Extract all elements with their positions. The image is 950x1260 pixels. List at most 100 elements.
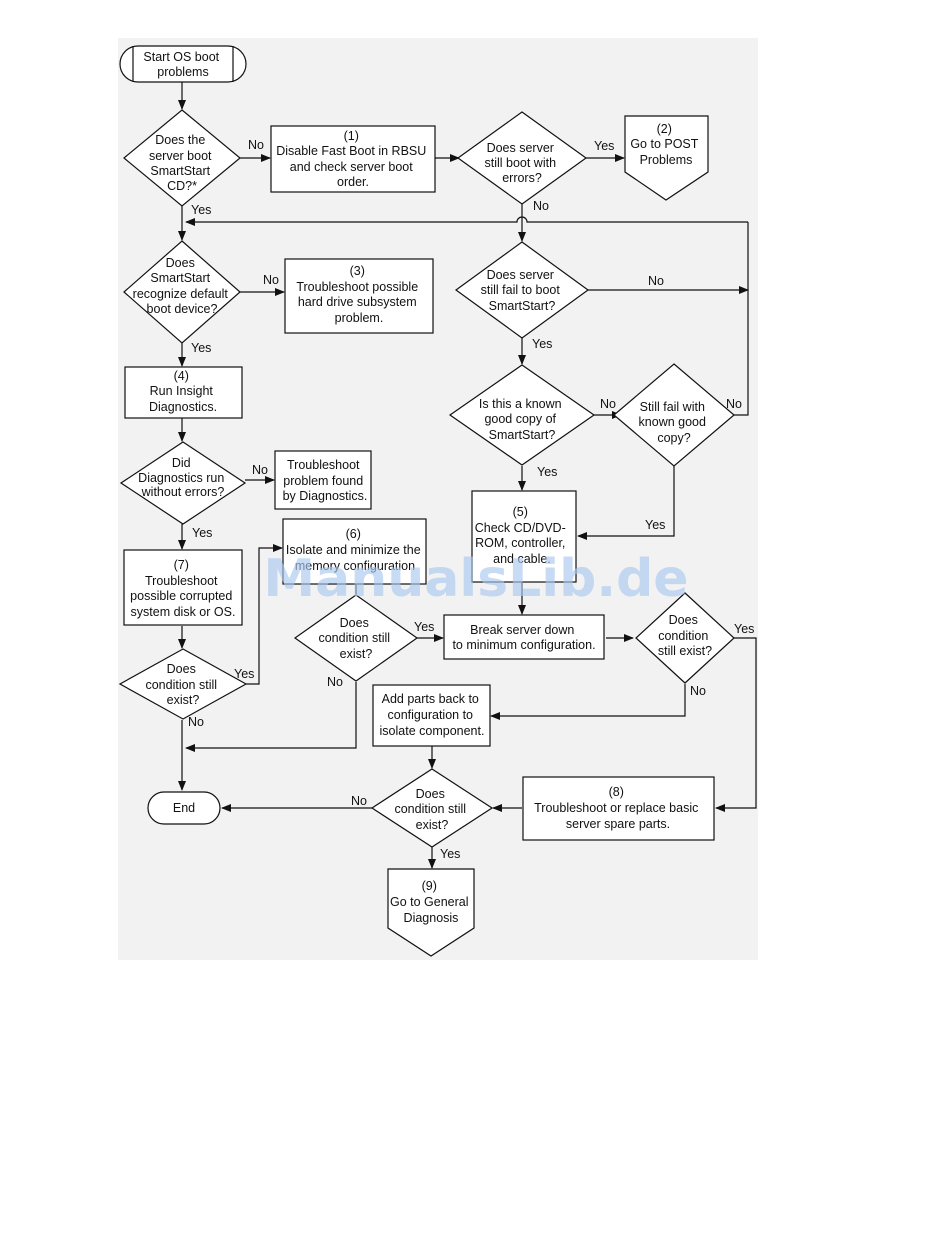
process-diag-found-line-3: by Diagnostics.: [283, 489, 368, 503]
decision-smartstart-cd-label: Does the server boot SmartStart CD?*: [149, 133, 215, 193]
yes-label: Yes: [191, 341, 211, 355]
process-5-label: (5) Check CD/DVD- ROM, controller, and c…: [475, 505, 569, 566]
yes-label: Yes: [234, 667, 254, 681]
process-9-label: (9) Go to General Diagnosis: [390, 879, 472, 925]
decision-diag-line-2: Diagnostics run: [138, 471, 224, 485]
process-3-line-1: (3): [350, 264, 365, 278]
process-3-line-2: Troubleshoot possible: [296, 280, 418, 294]
decision-smartstart-cd: Does the server boot SmartStart CD?*: [123, 109, 241, 207]
process-break-server-down: Break server down to minimum configurati…: [443, 614, 605, 660]
process-1-line-2: Disable Fast Boot in RBSU: [276, 144, 426, 158]
yes-label: Yes: [594, 139, 614, 153]
process-2-line-2: Go to POST: [630, 137, 698, 151]
decision-known-good-label: Is this a known good copy of SmartStart?: [479, 397, 565, 442]
process-1-fast-boot: (1) Disable Fast Boot in RBSU and check …: [270, 125, 436, 193]
process-2-post-problems: (2) Go to POST Problems: [624, 115, 709, 201]
decision-cond-a-line-3: exist?: [167, 693, 200, 707]
process-3-label: (3) Troubleshoot possible hard drive sub…: [296, 264, 421, 325]
decision-recognize-line-3: recognize default: [133, 287, 229, 301]
yes-label: Yes: [734, 622, 754, 636]
decision-cond-c-line-1: Does: [669, 613, 698, 627]
decision-cond-b-line-3: exist?: [340, 647, 373, 661]
decision-known-good-line-2: good copy of: [484, 412, 556, 426]
decision-diag-line-3: without errors?: [141, 485, 225, 499]
process-2-line-1: (2): [657, 122, 672, 136]
process-6-line-3: memory configuration: [295, 559, 415, 573]
decision-fail-boot-smartstart: Does server still fail to boot SmartStar…: [454, 241, 590, 339]
process-7-line-2: Troubleshoot: [145, 574, 218, 588]
no-label: No: [327, 675, 343, 689]
process-8-spare-parts: (8) Troubleshoot or replace basic server…: [522, 776, 715, 841]
process-5-line-4: and cable.: [493, 552, 551, 566]
decision-cond-a-line-2: condition still: [145, 678, 217, 692]
process-1-label: (1) Disable Fast Boot in RBSU and check …: [276, 129, 430, 189]
process-6-line-1: (6): [346, 527, 361, 541]
start-terminator: Start OS boot problems: [119, 45, 247, 83]
yes-label: Yes: [191, 203, 211, 217]
process-7-line-1: (7): [174, 558, 189, 572]
process-4-label: (4) Run Insight Diagnostics.: [149, 369, 217, 414]
decision-fail-boot-line-1: Does server: [487, 268, 554, 282]
decision-cond-d-label: Does condition still exist?: [394, 787, 469, 832]
no-label: No: [188, 715, 204, 729]
no-label: No: [252, 463, 268, 477]
process-6-line-2: Isolate and minimize the: [286, 543, 421, 557]
process-6-label: (6) Isolate and minimize the memory conf…: [286, 527, 424, 573]
decision-smartstart-cd-line-1: Does the: [155, 133, 205, 147]
start-label-line-2: problems: [157, 65, 208, 79]
decision-still-fail-line-3: copy?: [657, 431, 690, 445]
process-8-line-1: (8): [609, 785, 624, 799]
start-label-line-1: Start OS boot: [143, 50, 219, 64]
decision-still-boot-errors-line-1: Does server: [487, 141, 554, 155]
decision-cond-a-label: Does condition still exist?: [145, 662, 220, 707]
process-4-line-2: Run Insight: [150, 384, 214, 398]
process-6-memory-configuration: (6) Isolate and minimize the memory conf…: [282, 518, 427, 585]
process-7-line-3: possible corrupted: [130, 589, 232, 603]
process-9-line-3: Diagnosis: [404, 911, 459, 925]
process-break-label: Break server down to minimum configurati…: [452, 623, 595, 652]
decision-still-fail-line-2: known good: [639, 415, 706, 429]
decision-fail-boot-line-3: SmartStart?: [489, 299, 556, 313]
decision-known-good-line-3: SmartStart?: [489, 428, 556, 442]
process-diag-found-label: Troubleshoot problem found by Diagnostic…: [283, 458, 368, 503]
decision-diag-label: Did Diagnostics run without errors?: [138, 456, 228, 499]
start-label: Start OS boot problems: [143, 50, 222, 79]
process-3-line-3: hard drive subsystem: [298, 295, 417, 309]
decision-known-good-line-1: Is this a known: [479, 397, 562, 411]
decision-recognize-line-4: boot device?: [147, 302, 218, 316]
decision-cond-b-label: Does condition still exist?: [318, 616, 393, 661]
yes-label: Yes: [532, 337, 552, 351]
decision-smartstart-cd-line-2: server boot: [149, 149, 212, 163]
decision-condition-after-add-parts: Does condition still exist?: [370, 768, 494, 848]
decision-cond-c-label: Does condition still exist?: [658, 613, 712, 658]
decision-still-fail-label: Still fail with known good copy?: [639, 400, 710, 445]
process-9-line-1: (9): [422, 879, 437, 893]
process-8-line-3: server spare parts.: [566, 817, 670, 831]
decision-recognize-boot-device: Does SmartStart recognize default boot d…: [123, 240, 241, 344]
decision-cond-b-line-1: Does: [340, 616, 369, 630]
decision-still-boot-errors-line-2: still boot with: [484, 156, 556, 170]
decision-condition-after-os: Does condition still exist?: [118, 648, 248, 720]
decision-cond-c-line-2: condition: [658, 629, 708, 643]
process-add-parts-line-2: configuration to: [388, 708, 474, 722]
yes-label: Yes: [414, 620, 434, 634]
process-8-label: (8) Troubleshoot or replace basic server…: [534, 785, 702, 831]
process-add-parts-line-3: isolate component.: [380, 724, 485, 738]
decision-cond-d-line-3: exist?: [416, 818, 449, 832]
process-4-line-3: Diagnostics.: [149, 400, 217, 414]
decision-diag-line-1: Did: [172, 456, 191, 470]
decision-cond-d-line-1: Does: [416, 787, 445, 801]
decision-recognize-line-2: SmartStart: [150, 271, 210, 285]
process-1-line-4: order.: [337, 175, 369, 189]
decision-fail-boot-line-2: still fail to boot: [481, 283, 561, 297]
no-label: No: [248, 138, 264, 152]
yes-label: Yes: [192, 526, 212, 540]
process-5-check-cd-dvd: (5) Check CD/DVD- ROM, controller, and c…: [471, 490, 577, 583]
process-problem-found-by-diagnostics: Troubleshoot problem found by Diagnostic…: [274, 450, 372, 510]
process-3-line-4: problem.: [335, 311, 384, 325]
decision-cond-a-line-1: Does: [167, 662, 196, 676]
no-label: No: [351, 794, 367, 808]
end-label: End: [173, 801, 195, 815]
decision-recognize-label: Does SmartStart recognize default boot d…: [133, 256, 232, 316]
